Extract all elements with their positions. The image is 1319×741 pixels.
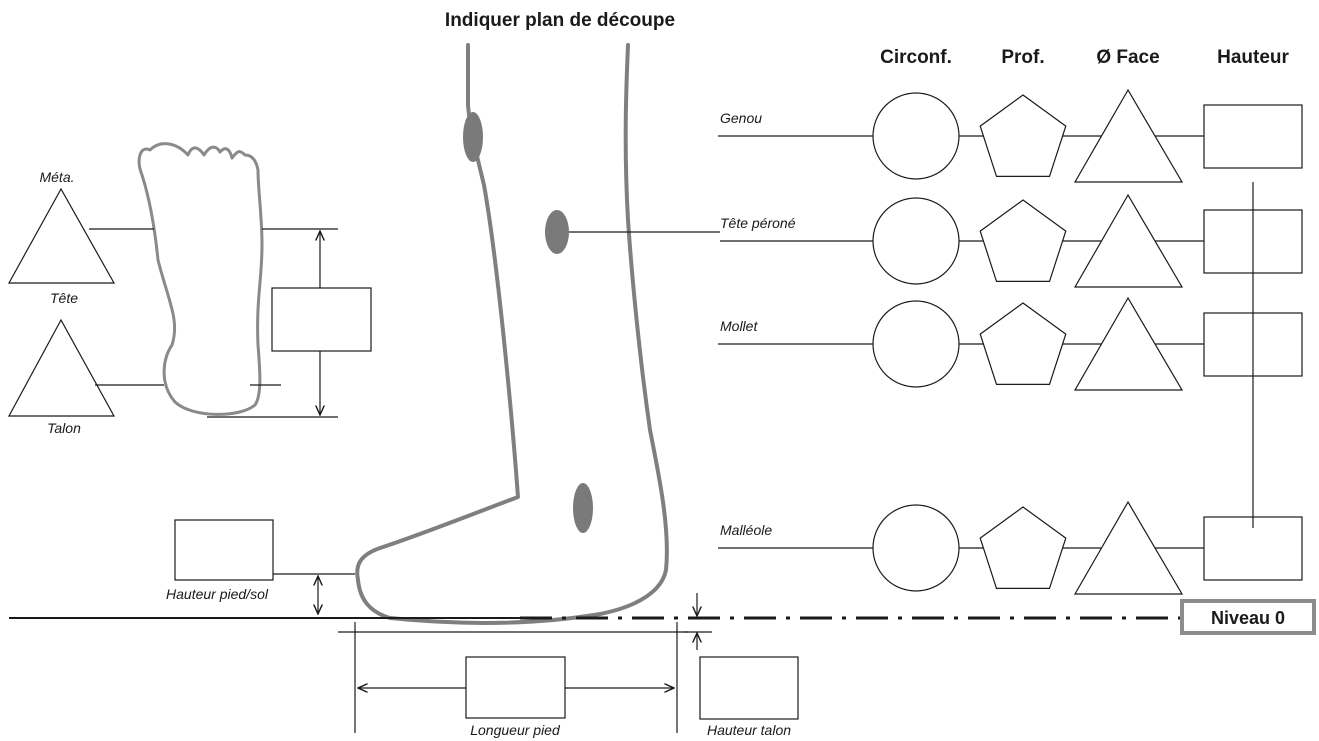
tete-label: Tête bbox=[50, 290, 78, 306]
genou-label: Genou bbox=[720, 110, 762, 126]
tete-perone-prof-pentagon bbox=[979, 199, 1067, 282]
hauteur-pied-sol-box bbox=[174, 519, 274, 581]
column-header-prof: Prof. bbox=[1001, 47, 1044, 68]
talon-triangle bbox=[7, 318, 116, 417]
longueur-pied-box bbox=[465, 656, 566, 719]
hauteur-pied-sol-label: Hauteur pied/sol bbox=[166, 586, 269, 602]
hauteur-talon-label: Hauteur talon bbox=[707, 722, 791, 738]
tete-perone-face-triangle bbox=[1073, 193, 1184, 288]
leg-outline bbox=[355, 43, 669, 625]
longueur-pied-label: Longueur pied bbox=[470, 722, 561, 738]
malleole-circonf-circle bbox=[872, 504, 960, 592]
genou-circonf-circle bbox=[872, 92, 960, 180]
foot-outline-top-view bbox=[137, 142, 264, 416]
genou-hauteur-box bbox=[1203, 104, 1303, 169]
talon-label: Talon bbox=[47, 420, 81, 436]
column-header-circonf: Circonf. bbox=[880, 47, 952, 68]
mollet-label: Mollet bbox=[720, 318, 758, 334]
niveau-0-box bbox=[1180, 599, 1316, 635]
tete-perone-label: Tête péroné bbox=[720, 215, 796, 231]
malleole-face-triangle bbox=[1073, 500, 1184, 595]
meta-triangle bbox=[7, 187, 116, 284]
genou-prof-pentagon bbox=[979, 94, 1067, 177]
genou-face-triangle bbox=[1073, 88, 1184, 183]
tete-perone-circonf-circle bbox=[872, 197, 960, 285]
genou-landmark bbox=[463, 112, 483, 162]
hauteur-talon-box bbox=[699, 656, 799, 720]
foot-width-box bbox=[271, 287, 372, 352]
niveau-0-label: Niveau 0 bbox=[1211, 608, 1285, 628]
mollet-face-triangle bbox=[1073, 296, 1184, 391]
malleole-label: Malléole bbox=[720, 522, 772, 538]
page-title: Indiquer plan de découpe bbox=[445, 10, 675, 31]
tete-perone-landmark bbox=[545, 210, 569, 254]
column-header-face: Ø Face bbox=[1096, 47, 1159, 68]
mollet-circonf-circle bbox=[872, 300, 960, 388]
malleole-landmark bbox=[573, 483, 593, 533]
meta-label: Méta. bbox=[39, 169, 74, 185]
mollet-prof-pentagon bbox=[979, 302, 1067, 385]
column-header-hauteur: Hauteur bbox=[1217, 47, 1289, 68]
malleole-prof-pentagon bbox=[979, 506, 1067, 590]
